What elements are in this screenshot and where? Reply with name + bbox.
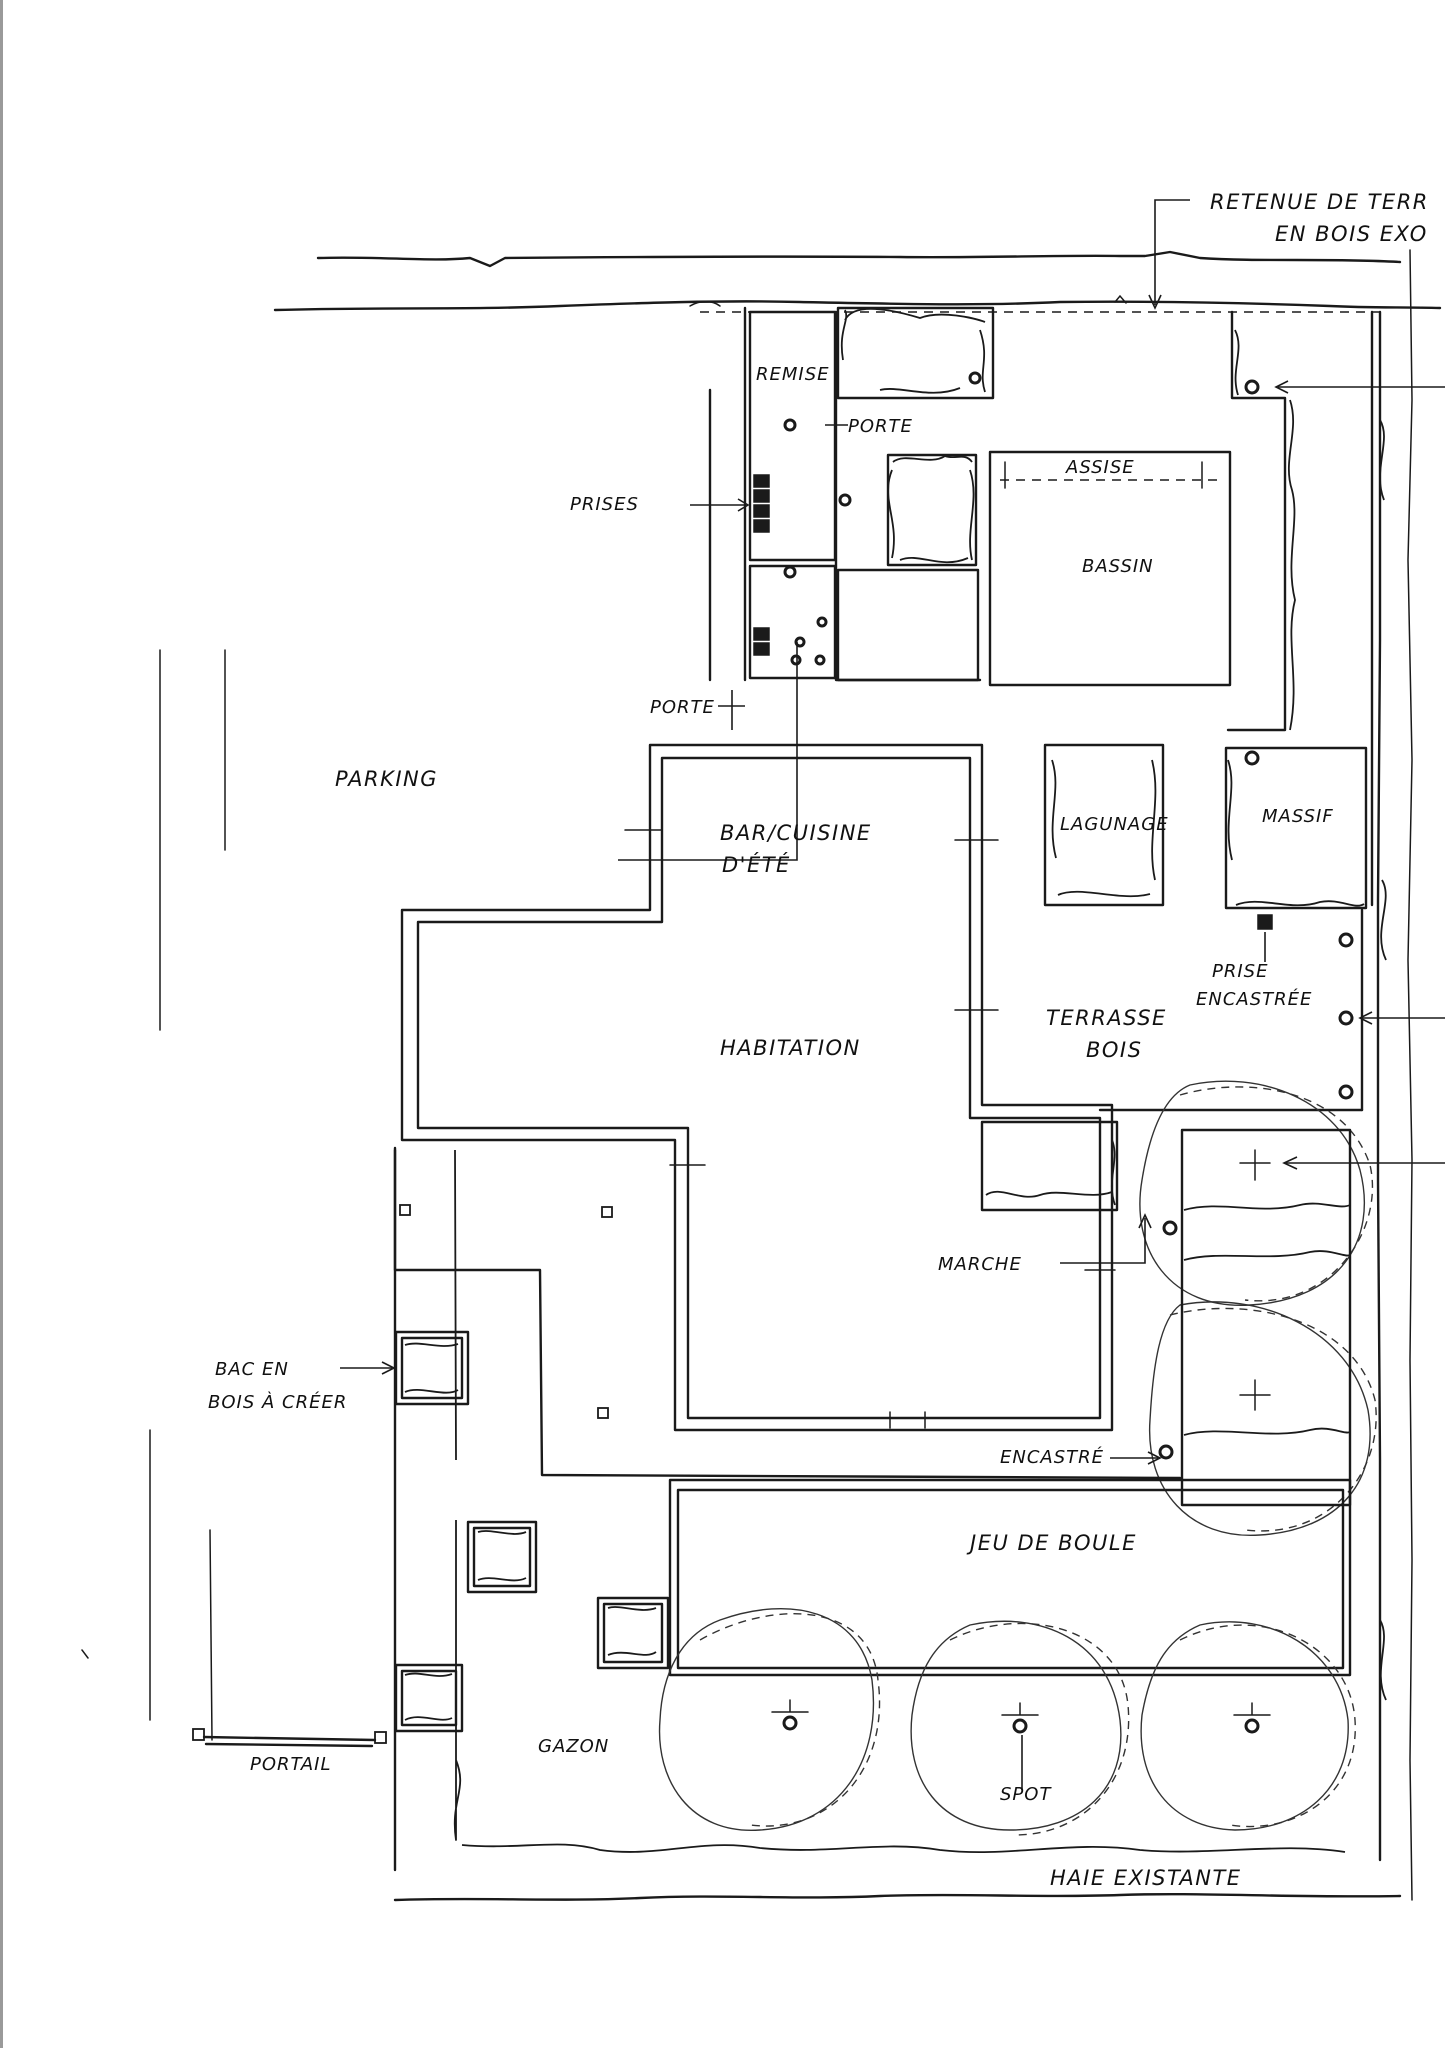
prise-label-line2: ENCASTRÉE bbox=[1196, 988, 1312, 1010]
gazon-label: GAZON bbox=[538, 1736, 609, 1757]
porte-left: PORTE bbox=[650, 690, 745, 730]
jeu-de-boule: JEU DE BOULE bbox=[668, 1478, 1352, 1677]
terrasse-label-line1: TERRASSE bbox=[1046, 1006, 1167, 1030]
right-boundary bbox=[1376, 249, 1413, 1901]
marche: MARCHE bbox=[938, 1213, 1152, 1275]
bar-label-line2: D'ÉTÉ bbox=[722, 852, 791, 877]
massif-label: MASSIF bbox=[1262, 806, 1334, 827]
lagunage: LAGUNAGE bbox=[1043, 743, 1169, 907]
terrasse-bois: TERRASSE BOIS bbox=[1046, 908, 1445, 1112]
encastre-label: ENCASTRÉ bbox=[1000, 1446, 1104, 1468]
right-top-planter bbox=[1226, 310, 1445, 907]
haie-label: HAIE EXISTANTE bbox=[1050, 1866, 1242, 1890]
retenue-label-line1: RETENUE DE TERR bbox=[1210, 190, 1429, 214]
scan-specks bbox=[81, 1649, 89, 1659]
parking-label: PARKING bbox=[335, 767, 438, 791]
terrace-planter bbox=[980, 1120, 1119, 1212]
bottom-canopies: SPOT GAZON bbox=[538, 1608, 1356, 1836]
massif: MASSIF PRISE ENCASTRÉE bbox=[1196, 746, 1368, 1010]
left-boundary bbox=[149, 649, 462, 1872]
retenue-callout: RETENUE DE TERR EN BOIS EXO bbox=[1148, 190, 1429, 310]
top-planters: ASSISE BASSIN bbox=[836, 306, 1232, 687]
portail: PORTAIL bbox=[192, 1728, 387, 1775]
porte-top-label: PORTE bbox=[848, 416, 913, 437]
retenue-label-line2: EN BOIS EXO bbox=[1275, 222, 1428, 246]
side-path: BAC EN BOIS À CRÉER bbox=[208, 1146, 1182, 1733]
marche-label: MARCHE bbox=[938, 1254, 1022, 1275]
lagunage-label: LAGUNAGE bbox=[1060, 814, 1169, 835]
top-boundary bbox=[273, 250, 1442, 313]
terrasse-label-line2: BOIS bbox=[1086, 1038, 1142, 1062]
scan-left-edge bbox=[0, 0, 3, 2048]
bottom-boundary: HAIE EXISTANTE bbox=[393, 1843, 1402, 1902]
jeu-de-boule-label: JEU DE BOULE bbox=[966, 1531, 1137, 1555]
bac-label-line2: BOIS À CRÉER bbox=[208, 1391, 347, 1413]
remise-label: REMISE bbox=[756, 364, 830, 385]
portail-label: PORTAIL bbox=[250, 1754, 332, 1775]
prises-label: PRISES bbox=[570, 494, 639, 515]
remise-block: REMISE PORTE PRISES bbox=[570, 306, 982, 861]
habitation: BAR/CUISINE D'ÉTÉ HABITATION bbox=[400, 743, 1116, 1432]
right-canopies bbox=[1139, 1080, 1445, 1536]
habitation-label: HABITATION bbox=[720, 1036, 861, 1060]
encastre: ENCASTRÉ bbox=[1000, 1446, 1162, 1468]
bar-label-line1: BAR/CUISINE bbox=[720, 821, 872, 845]
prise-label-line1: PRISE bbox=[1212, 961, 1268, 982]
assise-label: ASSISE bbox=[1065, 457, 1135, 478]
porte-left-label: PORTE bbox=[650, 697, 715, 718]
bac-label-line1: BAC EN bbox=[215, 1359, 289, 1380]
bassin-label: BASSIN bbox=[1082, 556, 1154, 577]
spot-label: SPOT bbox=[1000, 1784, 1052, 1805]
